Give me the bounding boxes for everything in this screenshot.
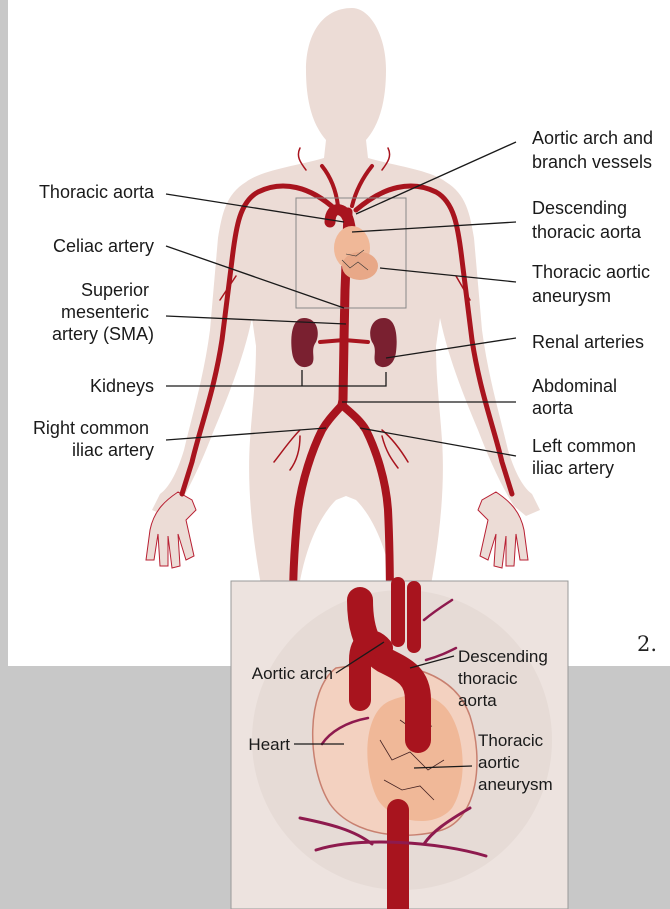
- label-renal-arteries: Renal arteries: [532, 332, 644, 352]
- label-descending-thoracic-aorta: Descending thoracic aorta: [532, 198, 642, 242]
- label-abdominal-aorta: Abdominal aorta: [532, 376, 622, 418]
- label-right-common-iliac: Right common iliac artery: [33, 418, 154, 460]
- page-number: 2.: [637, 632, 657, 656]
- label-left-common-iliac: Left common iliac artery: [532, 436, 641, 478]
- label-aortic-arch-branch: Aortic arch and branch vessels: [532, 128, 658, 172]
- label-thoracic-aorta: Thoracic aorta: [39, 182, 155, 202]
- label-aortic-arch: Aortic arch: [252, 664, 333, 683]
- label-kidneys: Kidneys: [90, 376, 154, 396]
- label-sma: Superior mesenteric artery (SMA): [52, 280, 154, 344]
- label-heart: Heart: [248, 735, 290, 754]
- label-thoracic-aortic-aneurysm: Thoracic aortic aneurysm: [532, 262, 655, 306]
- label-celiac-artery: Celiac artery: [53, 236, 154, 256]
